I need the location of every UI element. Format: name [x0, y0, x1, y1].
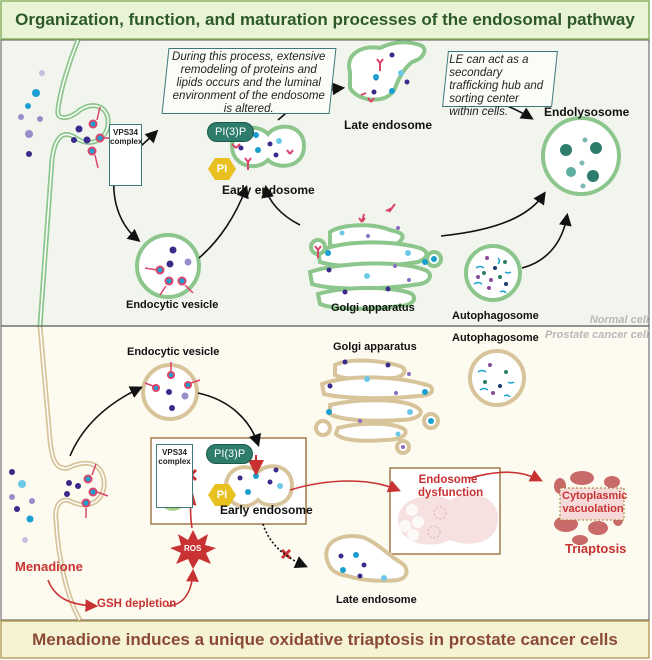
golgi-normal [307, 223, 443, 311]
pi-hexagon-normal: PI [208, 158, 236, 180]
page-title: Organization, function, and maturation p… [15, 10, 635, 29]
ros-label: ROS [184, 544, 202, 553]
golgi-normal-cargo [314, 203, 437, 295]
label-autophagosome-normal: Autophagosome [452, 310, 539, 322]
endocytic-vesicle-cancer [141, 362, 201, 421]
label-triaptosis: Triaptosis [565, 541, 627, 556]
pi3p-badge-cancer: PI(3)P [206, 444, 254, 464]
note-remodeling-text: During this process, extensive remodelin… [172, 51, 326, 115]
extracellular-cargo-normal [18, 70, 45, 157]
golgi-cancer [314, 358, 440, 455]
note-late-endosome-text: LE can act as a secondary trafficking hu… [449, 54, 544, 118]
vps34-label-normal: VPS34 complex [110, 128, 143, 146]
note-late-endosome: LE can act as a secondary trafficking hu… [442, 51, 558, 118]
gsh-depletion-label: GSH depletion [97, 598, 177, 610]
label-golgi-cancer: Golgi apparatus [333, 341, 417, 353]
label-endolysosome: Endolysosome [544, 105, 630, 119]
endolysosome [541, 116, 621, 196]
label-endocytic-vesicle-normal: Endocytic vesicle [126, 299, 219, 311]
late-endosome-cancer [324, 534, 409, 583]
early-endosome-cancer [223, 464, 295, 509]
bottom-banner-bg [0, 620, 650, 659]
label-endocytic-vesicle-cancer: Endocytic vesicle [127, 346, 220, 358]
vps34-complex-box-cancer: VPS34 complex [156, 444, 193, 508]
ros-starburst-icon [170, 530, 216, 569]
label-endosome-dysfunction: Endosome dysfunction [418, 474, 484, 499]
footer-title: Menadione induces a unique oxidative tri… [32, 629, 618, 649]
note-remodeling: During this process, extensive remodelin… [161, 48, 337, 115]
endocytic-vesicle-normal [135, 233, 201, 299]
section-label-normal-cell: Normal cell [589, 314, 649, 326]
vps34-complex-box-normal: VPS34 complex [109, 124, 142, 186]
vps34-label-cancer: VPS34 complex [158, 448, 191, 466]
label-golgi-normal: Golgi apparatus [331, 302, 415, 314]
menadione-label: Menadione [15, 559, 83, 574]
autophagosome-normal [464, 244, 522, 302]
dysfunctional-endosome [398, 494, 498, 545]
label-late-endosome-cancer: Late endosome [336, 594, 417, 606]
label-cytoplasmic-vacuolation: Cytoplasmic vacuolation [562, 490, 628, 515]
label-autophagosome-cancer: Autophagosome [452, 332, 539, 344]
pi3p-badge-normal: PI(3)P [207, 122, 255, 142]
extracellular-cargo-cancer [9, 463, 109, 543]
section-label-prostate-cancer-cell: Prostate cancer cell [545, 329, 649, 341]
vacuolated-cell-icon [554, 471, 625, 545]
blocked-x-icon-late [280, 548, 292, 560]
golgi-cancer-cargo [326, 359, 434, 449]
autophagosome-cancer [468, 349, 526, 407]
label-late-endosome-normal: Late endosome [344, 118, 433, 132]
label-early-endosome-normal: Early endosome [222, 183, 315, 197]
label-early-endosome-cancer: Early endosome [220, 503, 313, 517]
top-banner-bg [0, 0, 650, 40]
late-endosome-normal [347, 40, 427, 103]
pi-hexagon-cancer: PI [208, 484, 236, 506]
cancer-cell-panel [0, 325, 650, 621]
